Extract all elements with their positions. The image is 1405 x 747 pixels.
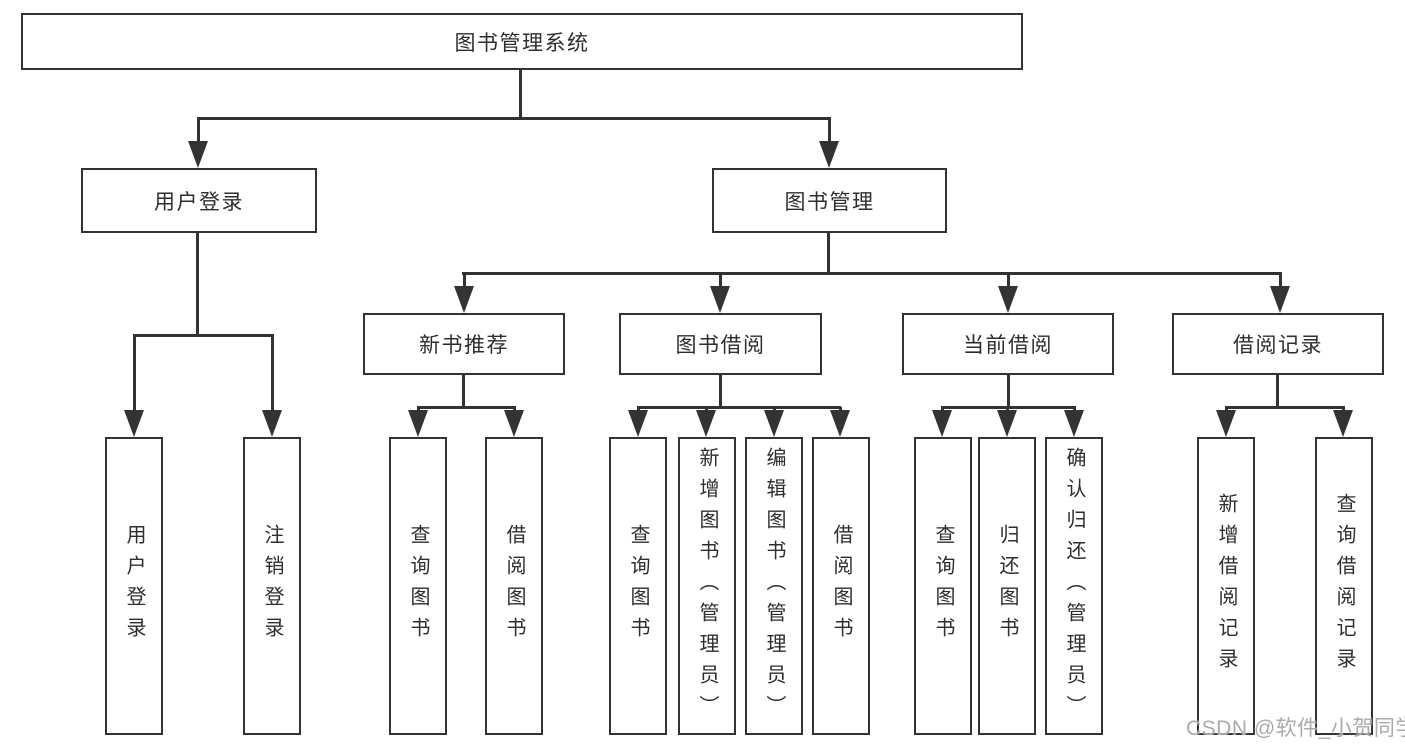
connector-line	[463, 274, 466, 289]
connector-line	[133, 334, 274, 337]
leaf-borrow-query-books: 查询图书	[609, 437, 667, 735]
node-label: 图书管理	[784, 190, 875, 214]
connector-line	[462, 272, 1282, 275]
leaf-recommend-query-books: 查询图书	[389, 437, 447, 735]
leaf-borrow-add-books-admin: 新增图书（管理员）	[678, 437, 736, 735]
arrow-down-icon	[932, 410, 952, 437]
arrow-down-icon	[819, 141, 839, 168]
node-label: 图书借阅	[675, 334, 766, 357]
arrow-down-icon	[696, 410, 716, 437]
arrow-down-icon	[830, 410, 850, 437]
arrow-down-icon	[628, 410, 648, 437]
leaf-label: 借阅图书	[830, 524, 852, 648]
leaf-label: 编辑图书（管理员）	[763, 446, 785, 726]
watermark: CSDN @软件_小贺同学	[1186, 717, 1405, 740]
connector-line	[827, 233, 830, 275]
node-book-management: 图书管理	[712, 168, 947, 233]
leaf-logout: 注销登录	[243, 437, 301, 735]
connector-line	[519, 70, 522, 120]
leaf-current-return-books: 归还图书	[978, 437, 1036, 735]
arrow-down-icon	[1064, 410, 1084, 437]
arrow-down-icon	[188, 141, 208, 168]
connector-line	[197, 117, 831, 120]
leaf-label: 查询图书	[627, 524, 649, 648]
connector-line	[417, 406, 516, 409]
arrow-down-icon	[408, 410, 428, 437]
node-book-borrowing: 图书借阅	[619, 313, 822, 375]
node-label: 当前借阅	[963, 334, 1053, 357]
node-current-borrowing: 当前借阅	[902, 313, 1114, 375]
arrow-down-icon	[1333, 410, 1353, 437]
connector-line	[197, 119, 200, 143]
arrow-down-icon	[998, 286, 1018, 313]
leaf-user-login: 用户登录	[105, 437, 163, 735]
connector-line	[1276, 375, 1279, 408]
leaf-label: 新增图书（管理员）	[696, 446, 718, 726]
connector-line	[196, 233, 199, 337]
leaf-current-confirm-return-admin: 确认归还（管理员）	[1045, 437, 1103, 735]
node-label: 图书管理系统	[454, 31, 590, 55]
connector-line	[1225, 406, 1345, 409]
connector-line	[462, 375, 465, 408]
node-user-login: 用户登录	[81, 168, 317, 233]
connector-line	[1007, 274, 1010, 289]
leaf-label: 查询图书	[932, 524, 954, 648]
arrow-down-icon	[504, 410, 524, 437]
node-library-management-system: 图书管理系统	[21, 13, 1023, 70]
leaf-label: 查询图书	[407, 524, 429, 648]
leaf-label: 确认归还（管理员）	[1063, 446, 1085, 726]
arrow-down-icon	[710, 286, 730, 313]
connector-line	[1007, 375, 1010, 408]
leaf-label: 借阅图书	[503, 524, 525, 648]
node-label: 用户登录	[154, 190, 244, 214]
leaf-label: 用户登录	[123, 524, 145, 648]
arrow-down-icon	[1270, 286, 1290, 313]
arrow-down-icon	[1216, 410, 1236, 437]
node-label: 新书推荐	[419, 334, 509, 357]
connector-line	[271, 336, 274, 414]
arrow-down-icon	[997, 410, 1017, 437]
arrow-down-icon	[124, 410, 144, 437]
node-borrowing-records: 借阅记录	[1172, 313, 1384, 375]
connector-line	[719, 375, 722, 408]
leaf-records-query-borrow-record: 查询借阅记录	[1315, 437, 1373, 735]
leaf-label: 注销登录	[261, 524, 283, 648]
connector-line	[719, 274, 722, 289]
arrow-down-icon	[454, 286, 474, 313]
arrow-down-icon	[764, 410, 784, 437]
leaf-recommend-borrow-books: 借阅图书	[485, 437, 543, 735]
leaf-label: 查询借阅记录	[1333, 493, 1355, 679]
arrow-down-icon	[262, 410, 282, 437]
connector-line	[133, 336, 136, 414]
connector-line	[1279, 274, 1282, 289]
connector-line	[828, 119, 831, 143]
leaf-current-query-books: 查询图书	[914, 437, 972, 735]
node-new-book-recommendation: 新书推荐	[363, 313, 565, 375]
node-label: 借阅记录	[1233, 334, 1323, 357]
leaf-borrow-borrow-books: 借阅图书	[812, 437, 870, 735]
leaf-borrow-edit-books-admin: 编辑图书（管理员）	[745, 437, 803, 735]
leaf-label: 归还图书	[996, 524, 1018, 648]
leaf-label: 新增借阅记录	[1215, 493, 1237, 679]
connector-line	[637, 406, 841, 409]
leaf-records-add-borrow-record: 新增借阅记录	[1197, 437, 1255, 735]
